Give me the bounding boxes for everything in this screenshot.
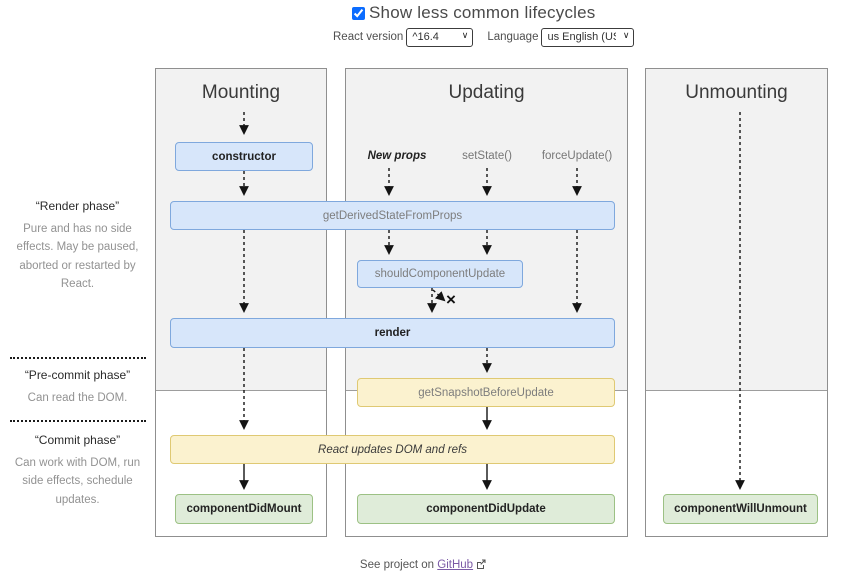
commit-phase-title: “Commit phase” [34, 433, 121, 447]
commit-phase-description: Can work with DOM, run side effects, sch… [14, 457, 141, 506]
component-did-mount-box[interactable]: componentDidMount [175, 494, 313, 524]
footer-text: See project on [359, 559, 435, 571]
setstate-label[interactable]: setState() [462, 150, 512, 162]
react-version-label: React version [333, 30, 404, 43]
render-phase-title: “Render phase” [35, 199, 120, 213]
header-controls: React version ^16.4 ∨ Language us Englis… [333, 27, 635, 47]
render-phase-background [646, 69, 827, 391]
mounting-column: Mounting [155, 68, 327, 537]
pre-commit-phase-description: Can read the DOM. [27, 392, 128, 404]
skip-update-x-mark: × [446, 290, 456, 309]
commit-phase-note: “Commit phase” Can work with DOM, run si… [4, 433, 151, 509]
show-less-common-checkbox[interactable] [352, 6, 365, 20]
should-component-update-box[interactable]: shouldComponentUpdate [357, 260, 523, 288]
updating-column-title: Updating [448, 82, 525, 103]
external-link-icon [477, 559, 486, 569]
new-props-label: New props [367, 150, 427, 162]
render-phase-note: “Render phase” Pure and has no side effe… [4, 199, 151, 294]
react-updates-dom-box: React updates DOM and refs [170, 435, 615, 464]
show-less-common-toggle-row: Show less common lifecycles [352, 3, 595, 23]
get-snapshot-before-update-box[interactable]: getSnapshotBeforeUpdate [357, 378, 615, 407]
unmounting-column: Unmounting [645, 68, 828, 537]
footer: See project on GitHub [0, 559, 846, 571]
pre-commit-phase-title: “Pre-commit phase” [24, 368, 131, 382]
language-label: Language [487, 30, 539, 43]
get-derived-state-from-props-box[interactable]: getDerivedStateFromProps [170, 201, 615, 230]
constructor-box[interactable]: constructor [175, 142, 313, 171]
language-select[interactable]: us English (US) [541, 27, 635, 47]
render-box[interactable]: render [170, 318, 615, 348]
github-link[interactable]: GitHub [437, 559, 474, 571]
unmounting-column-title: Unmounting [685, 82, 788, 103]
component-did-update-box[interactable]: componentDidUpdate [357, 494, 615, 524]
show-less-common-label[interactable]: Show less common lifecycles [369, 3, 596, 22]
render-phase-description: Pure and has no side effects. May be pau… [16, 223, 139, 291]
phase-divider [10, 420, 146, 422]
updating-column: Updating [345, 68, 628, 537]
component-will-unmount-box[interactable]: componentWillUnmount [663, 494, 818, 524]
forceupdate-label[interactable]: forceUpdate() [541, 150, 613, 162]
phase-divider [10, 357, 146, 359]
pre-commit-phase-note: “Pre-commit phase” Can read the DOM. [4, 368, 151, 407]
react-version-select[interactable]: ^16.4 [406, 27, 474, 47]
mounting-column-title: Mounting [201, 82, 281, 103]
